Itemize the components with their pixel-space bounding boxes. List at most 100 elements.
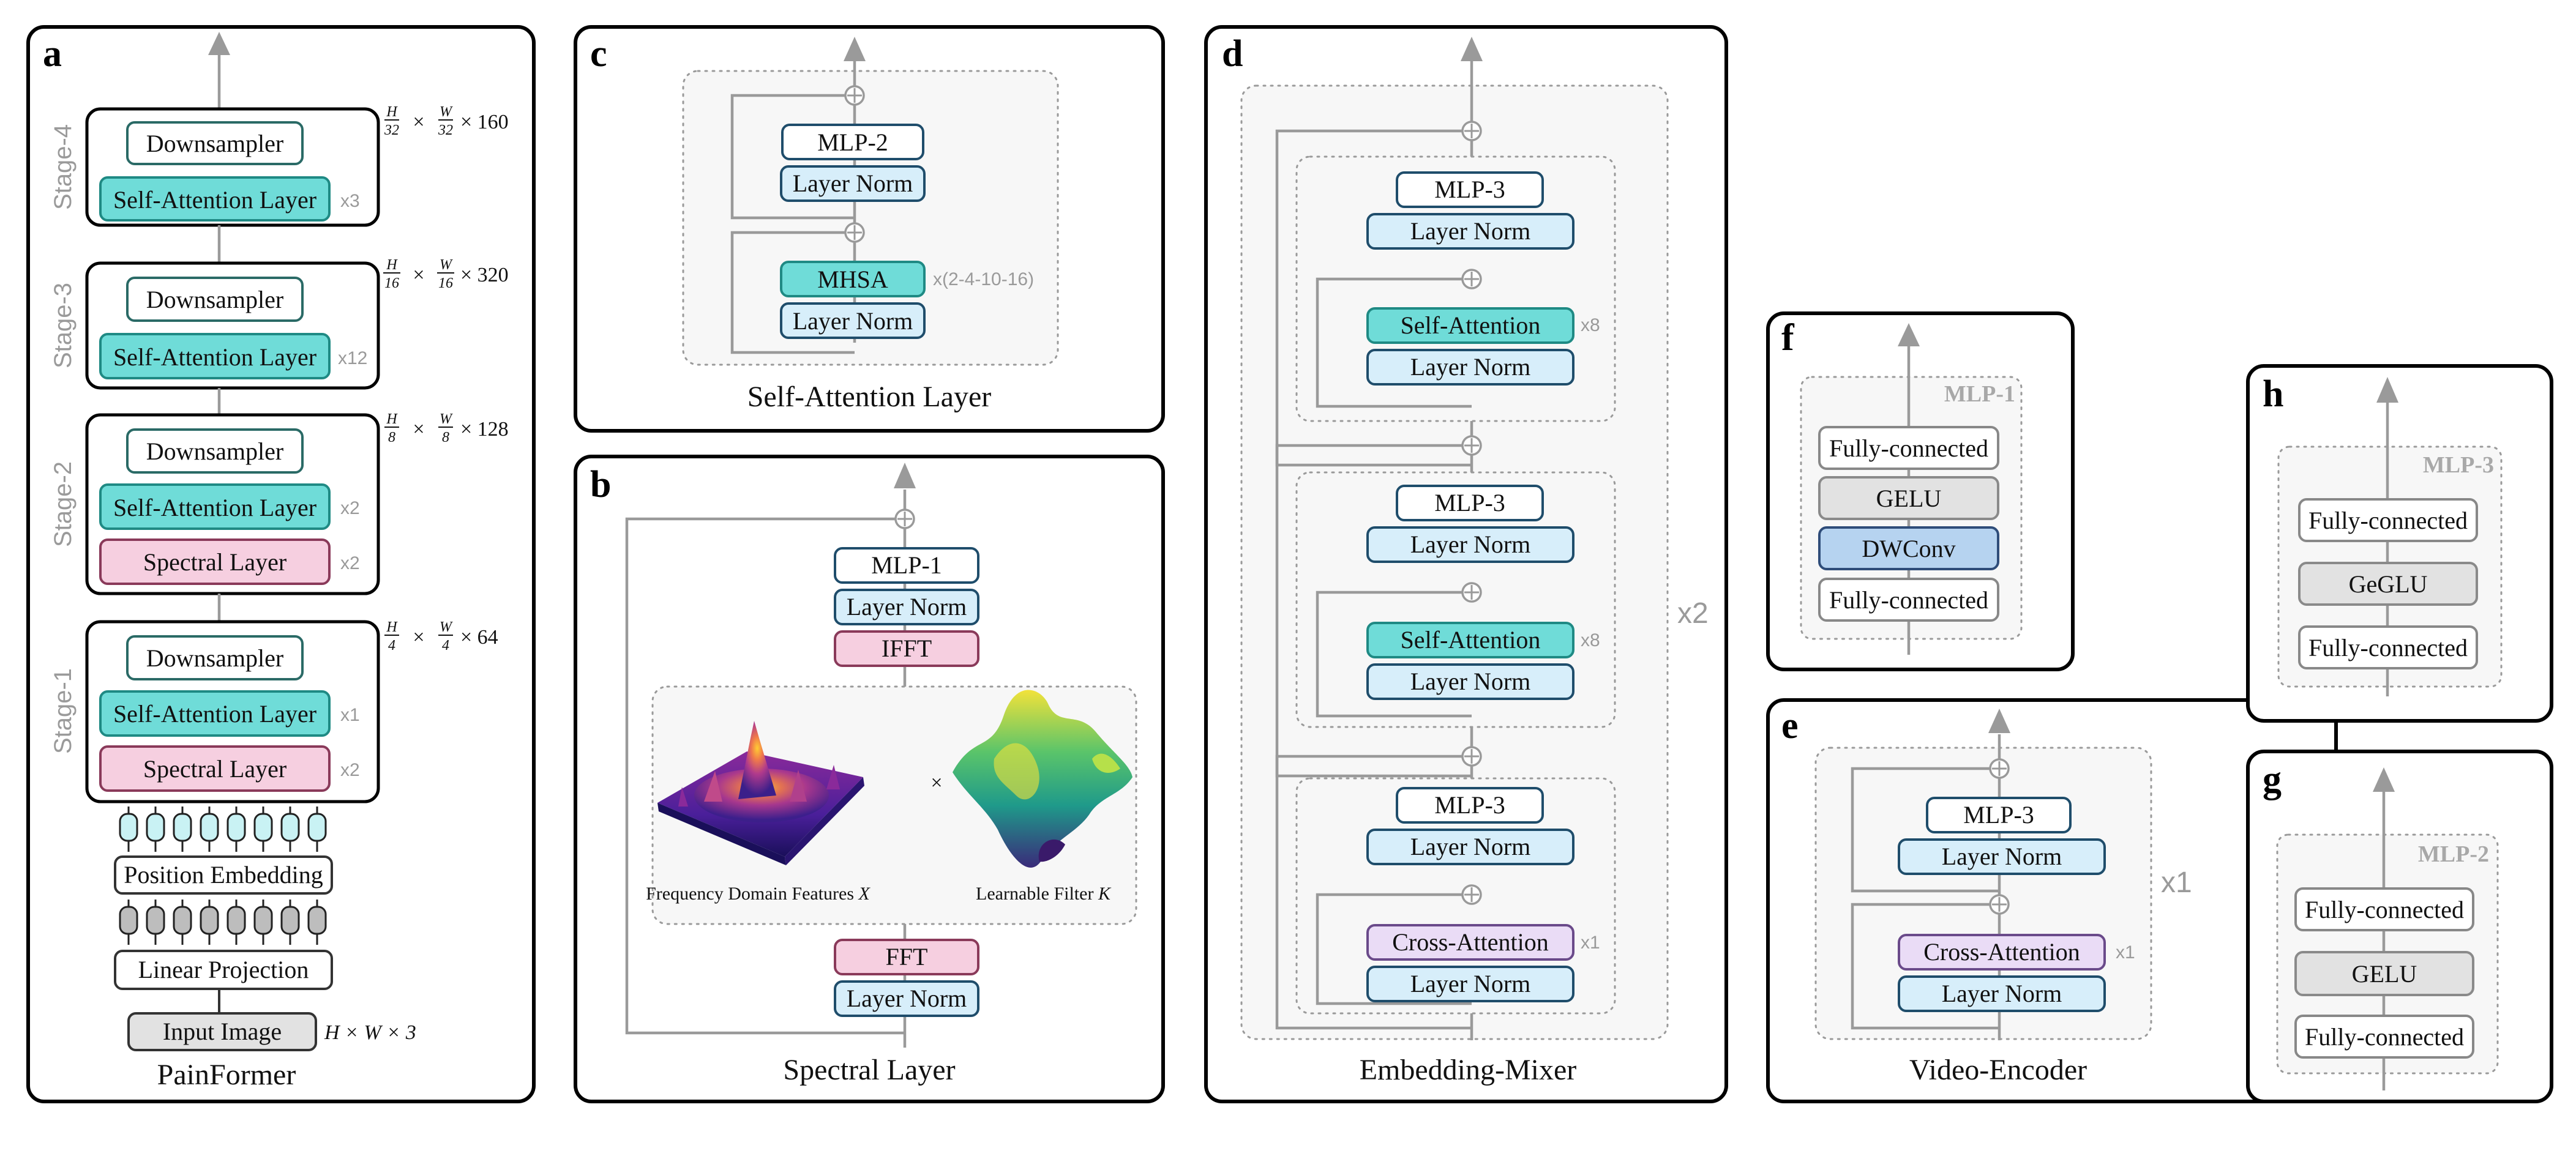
svg-text:32: 32 <box>384 122 399 138</box>
panel-b: b MLP-1 Layer Norm IFFT × <box>574 455 1165 1103</box>
panel-c: c MLP-2 Layer Norm MHSA x(2-4-10-16) Lay… <box>574 25 1165 433</box>
svg-text:8: 8 <box>442 430 449 445</box>
svg-text:×: × <box>413 111 424 133</box>
fully-connected-block: Fully-connected <box>1829 434 1988 462</box>
mlp-block: MLP-3 <box>1434 791 1505 819</box>
panel-f: f MLP-1 Fully-connected GELU DWConv Full… <box>1766 311 2075 671</box>
stage-label: Stage-3 <box>50 283 77 368</box>
fft-block: FFT <box>886 943 928 971</box>
svg-text:× 64: × 64 <box>460 626 498 649</box>
panel-caption: Video-Encoder <box>1909 1054 2087 1086</box>
patch-token <box>307 906 327 935</box>
mlp-title: MLP-2 <box>2418 841 2489 867</box>
layer-norm-block: Layer Norm <box>1410 353 1531 381</box>
panel-letter: d <box>1222 33 1243 75</box>
layer-norm-block: Layer Norm <box>1410 531 1531 558</box>
svg-text:H: H <box>386 411 398 427</box>
self-attention-block: Self-Attention Layer <box>113 700 316 728</box>
stage-output-dims: H 4 × W 4 × 64 <box>384 619 498 654</box>
spectral-layer-block: Spectral Layer <box>143 548 286 576</box>
panel-letter: h <box>2263 373 2283 415</box>
svg-text:×: × <box>413 626 424 649</box>
panel-caption: PainFormer <box>157 1059 296 1091</box>
mlp-title: MLP-1 <box>1944 381 2015 407</box>
repeat-count: x1 <box>1581 933 1600 953</box>
fully-connected-block: Fully-connected <box>2308 507 2468 534</box>
panel-letter: f <box>1781 317 1795 359</box>
svg-text:16: 16 <box>384 275 399 291</box>
patch-token <box>227 906 246 935</box>
svg-text:× 128: × 128 <box>460 418 509 441</box>
layer-norm-block: Layer Norm <box>1410 668 1531 695</box>
patch-tokens <box>119 900 327 945</box>
mixer-group-1: MLP-3 Layer Norm Self-Attention x8 Layer… <box>1295 155 1616 422</box>
svg-text:H: H <box>386 104 398 120</box>
learnable-filter-plot <box>953 690 1133 868</box>
stage-output-dims: H 16 × W 16 × 320 <box>383 257 509 291</box>
mhsa-block: MHSA <box>817 266 888 293</box>
svg-text:W: W <box>440 257 453 273</box>
stage-output-dims: H 32 × W 32 × 160 <box>384 104 509 138</box>
embedded-token <box>280 813 300 842</box>
repeat-count: x2 <box>340 760 360 780</box>
linear-projection-block: Linear Projection <box>138 956 309 983</box>
layer-norm-block: Layer Norm <box>1410 833 1531 860</box>
dwconv-block: DWConv <box>1862 535 1955 562</box>
patch-token <box>119 906 138 935</box>
panel-caption: Self-Attention Layer <box>747 381 992 413</box>
self-attention-block: Self-Attention Layer <box>113 494 316 521</box>
repeat-count: x3 <box>340 191 360 211</box>
mlp-block: MLP-3 <box>1963 801 2034 829</box>
panel-h: h MLP-3 Fully-connected GeGLU Fully-conn… <box>2246 364 2553 723</box>
mlp-block: MLP-3 <box>1434 176 1505 203</box>
repeat-count: x12 <box>338 348 367 368</box>
svg-text:4: 4 <box>442 638 449 654</box>
repeat-count: x2 <box>340 498 360 518</box>
layer-norm-block: Layer Norm <box>793 307 913 335</box>
gelu-block: GELU <box>1876 485 1942 512</box>
cross-attention-block: Cross-Attention <box>1392 928 1549 956</box>
repeat-count: x1 <box>2161 866 2192 899</box>
embedded-token <box>119 813 138 842</box>
patch-token <box>173 906 192 935</box>
stage-label: Stage-4 <box>50 124 77 210</box>
svg-text:W: W <box>440 619 453 635</box>
position-embedding-block: Position Embedding <box>124 861 323 889</box>
panel-letter: e <box>1781 705 1799 747</box>
panel-caption: Spectral Layer <box>783 1054 955 1086</box>
self-attention-block: Self-Attention Layer <box>113 186 316 214</box>
panel-letter: b <box>590 464 611 505</box>
stage-3: Stage-3 Downsampler Self-Attention Layer… <box>50 257 509 390</box>
svg-text:×: × <box>413 264 424 286</box>
layer-norm-block: Layer Norm <box>1410 970 1531 997</box>
mlp-title: MLP-3 <box>2423 452 2494 478</box>
svg-text:8: 8 <box>388 430 395 445</box>
svg-text:×: × <box>413 418 424 441</box>
embedded-token <box>307 813 327 842</box>
stage-4: Stage-4 Downsampler Self-Attention Layer… <box>50 104 509 227</box>
downsampler-block: Downsampler <box>146 130 283 157</box>
svg-text:× 320: × 320 <box>460 264 509 286</box>
layer-norm-block: Layer Norm <box>1410 217 1531 245</box>
input-image-block: Input Image <box>163 1018 282 1045</box>
self-attention-block: Self-Attention <box>1401 311 1541 339</box>
svg-text:32: 32 <box>438 122 453 138</box>
fully-connected-block: Fully-connected <box>2305 896 2464 923</box>
embedded-token <box>200 813 219 842</box>
mixer-group-2: MLP-3 Layer Norm Self-Attention x8 Layer… <box>1295 471 1616 728</box>
input-dims: H × W × 3 <box>324 1021 416 1044</box>
svg-text:H: H <box>386 257 398 273</box>
downsampler-block: Downsampler <box>146 286 283 313</box>
geglu-block: GeGLU <box>2349 570 2428 598</box>
ifft-block: IFFT <box>882 635 932 662</box>
cross-attention-block: Cross-Attention <box>1923 938 2080 966</box>
mlp-block: MLP-3 <box>1434 489 1505 516</box>
stage-label: Stage-1 <box>50 668 77 754</box>
spectral-layer-block: Spectral Layer <box>143 755 286 783</box>
repeat-count: x8 <box>1581 315 1600 335</box>
panel-e: e x1 MLP-3 Layer Norm Cross-Attention x1… <box>1766 698 2338 1103</box>
repeat-count: x(2-4-10-16) <box>933 269 1034 289</box>
patch-token <box>253 906 273 935</box>
panel-letter: c <box>590 33 607 75</box>
embedded-tokens <box>119 807 327 852</box>
